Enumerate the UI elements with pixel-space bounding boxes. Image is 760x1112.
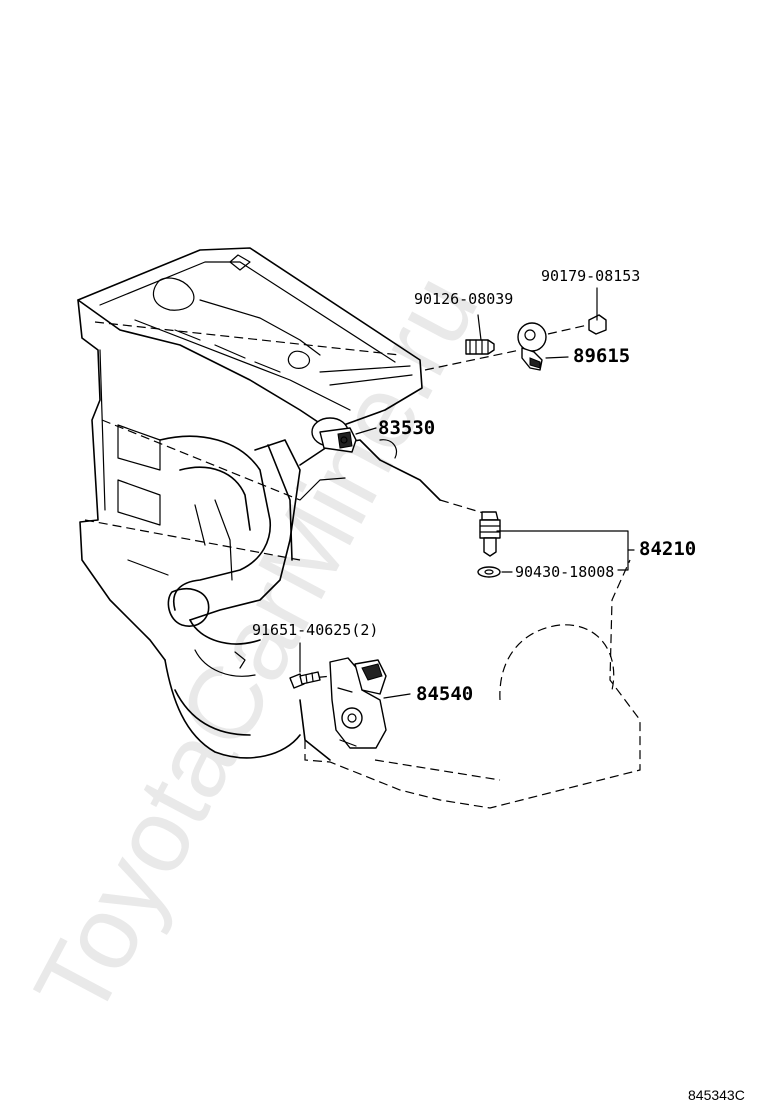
label-84210: 84210: [639, 538, 696, 560]
label-89615: 89615: [573, 345, 630, 367]
label-90430-18008: 90430-18008: [515, 563, 614, 581]
part-91651-bolt[interactable]: [289, 642, 321, 689]
label-84540: 84540: [416, 683, 473, 705]
part-83530-switch[interactable]: [311, 417, 377, 453]
watermark: ToyotaCarMine.ru: [13, 257, 501, 1036]
part-84210-switch[interactable]: [479, 511, 635, 571]
label-90126-08039: 90126-08039: [414, 290, 513, 308]
part-90179-nut[interactable]: [588, 287, 607, 335]
part-84540-switch[interactable]: [329, 657, 411, 749]
label-91651-40625: 91651-40625(2): [252, 621, 378, 639]
label-83530: 83530: [378, 417, 435, 439]
drawing-number: 845343C: [688, 1087, 745, 1103]
part-90126-stud[interactable]: [465, 314, 495, 355]
hidden-outline: [84, 321, 641, 809]
part-89615-sensor[interactable]: [517, 322, 569, 371]
label-90179-08153: 90179-08153: [541, 267, 640, 285]
part-90430-washer[interactable]: [477, 566, 513, 578]
